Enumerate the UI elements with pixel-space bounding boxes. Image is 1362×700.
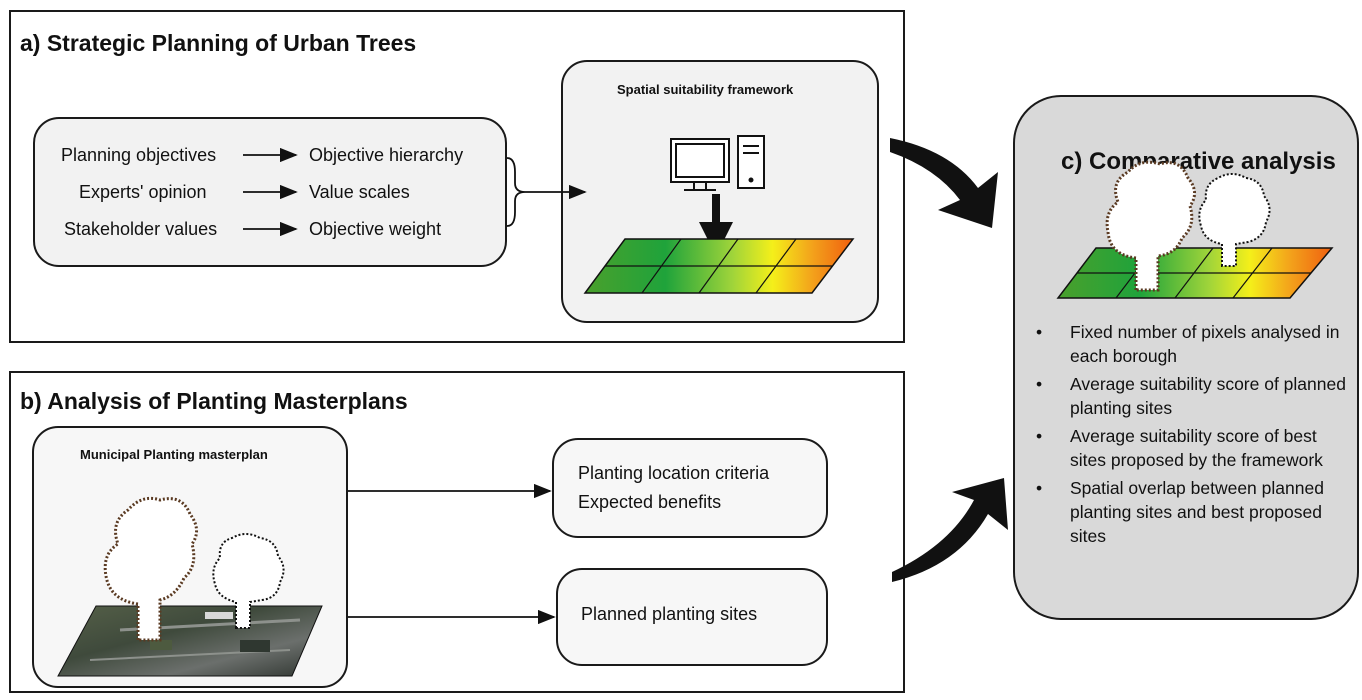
tree-icon (1198, 173, 1271, 267)
monitor-icon (670, 138, 730, 191)
sites-box (556, 568, 828, 666)
brace-connector (506, 157, 526, 227)
comparative-grid (1056, 247, 1334, 299)
comparative-bullet-list: Fixed number of pixels analysed in each … (1036, 320, 1356, 548)
tree-icon (212, 533, 285, 629)
panel-b-title: b) Analysis of Planting Masterplans (20, 388, 408, 414)
output-objective-hierarchy: Objective hierarchy (309, 145, 464, 165)
output-objective-weight: Objective weight (309, 219, 442, 239)
output-value-scales: Value scales (309, 182, 410, 202)
bullet-item: Spatial overlap between planned planting… (1036, 476, 1356, 548)
computer-tower-icon (737, 135, 765, 189)
panel-a-title: a) Strategic Planning of Urban Trees (20, 30, 417, 56)
bullet-item: Average suitability score of best sites … (1036, 424, 1356, 472)
masterplan-title: Municipal Planting masterplan (80, 447, 268, 462)
bullet-item: Fixed number of pixels analysed in each … (1036, 320, 1356, 368)
criteria-line-1: Planting location criteria (578, 463, 770, 483)
masterplan-arrows (348, 483, 556, 625)
tree-icon (1105, 160, 1196, 292)
suitability-grid (583, 238, 855, 294)
aerial-map-icon (57, 605, 323, 677)
bullet-item: Average suitability score of planned pla… (1036, 372, 1356, 420)
input-arrows (243, 147, 298, 237)
curved-arrow-bottom (892, 478, 1008, 582)
panel-c-title: c) Comparative analysis (1061, 148, 1336, 175)
input-planning-objectives: Planning objectives (61, 145, 217, 165)
sites-label: Planned planting sites (581, 604, 758, 624)
criteria-line-2: Expected benefits (578, 492, 722, 512)
input-stakeholder-values: Stakeholder values (64, 219, 218, 239)
tree-icon (103, 496, 198, 642)
criteria-box (552, 438, 828, 538)
framework-title: Spatial suitability framework (617, 82, 794, 97)
curved-arrow-top (890, 138, 998, 228)
input-experts-opinion: Experts' opinion (79, 182, 207, 202)
